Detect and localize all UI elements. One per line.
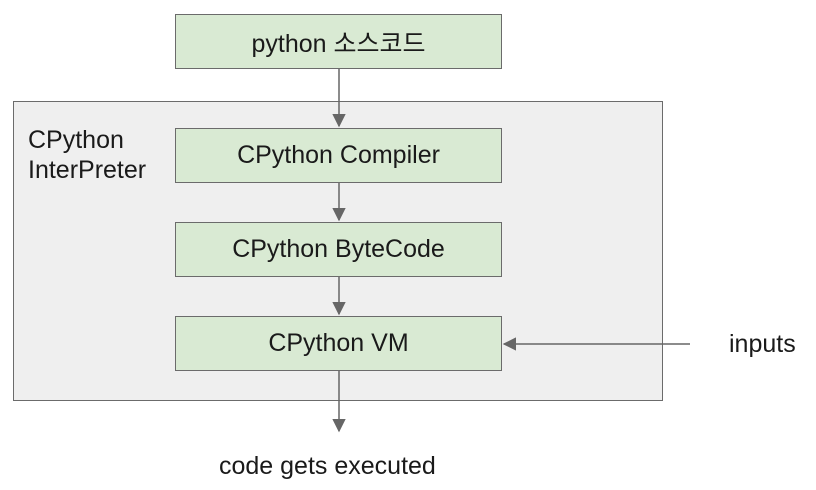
cpython-vm-node: CPython VM xyxy=(175,316,502,371)
interpreter-container-label: CPython InterPreter xyxy=(28,126,147,184)
inputs-label: inputs xyxy=(729,330,796,358)
code-executed-label: code gets executed xyxy=(219,452,436,480)
python-source-node: python 소스코드 xyxy=(175,14,502,69)
cpython-compiler-node: CPython Compiler xyxy=(175,128,502,183)
cpython-bytecode-node: CPython ByteCode xyxy=(175,222,502,277)
